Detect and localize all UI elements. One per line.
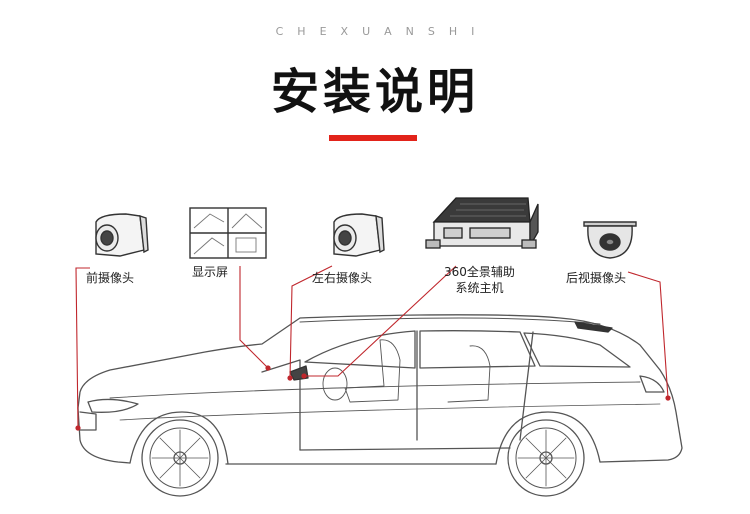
display-icon [189, 207, 267, 259]
leader-lines [75, 265, 669, 429]
page-title: 安装说明 [270, 64, 479, 120]
display-label: 显示屏 [192, 265, 229, 279]
front-camera-icon [95, 213, 149, 257]
rear-camera-icon [583, 221, 637, 259]
side-camera-label: 左右摄像头 [312, 271, 373, 285]
side-camera-icon [333, 213, 385, 257]
rear-camera-label: 后视摄像头 [566, 271, 627, 285]
title-accent-bar [329, 135, 417, 141]
station-wagon-icon [77, 314, 683, 497]
front-camera-label: 前摄像头 [86, 271, 135, 285]
host-unit-icon [425, 197, 539, 249]
host-unit-label: 360全景辅助 系统主机 [444, 265, 515, 295]
mount-point-markers [75, 365, 671, 431]
brand-subtitle: CHEXUANSHI [275, 25, 489, 38]
